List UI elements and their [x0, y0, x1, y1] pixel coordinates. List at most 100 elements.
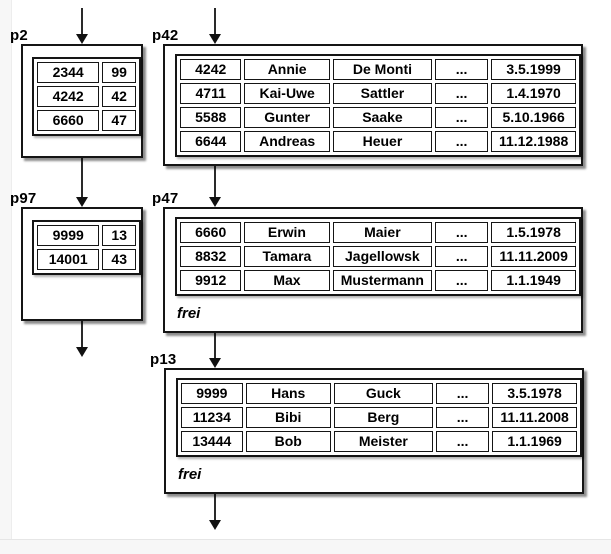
- table-cell: Gunter: [244, 107, 330, 128]
- table-cell: 6644: [180, 131, 242, 152]
- table-cell: 1.1.1969: [492, 431, 577, 452]
- table-cell: 6660: [37, 110, 100, 131]
- page-label-p13: p13: [150, 351, 177, 368]
- table-cell: 43: [102, 249, 136, 270]
- arrow-p2-to-p97: [76, 158, 88, 207]
- table-cell: 13444: [181, 431, 243, 452]
- page-edge-bottom: [0, 539, 611, 554]
- table-cell: Andreas: [244, 131, 330, 152]
- table-cell: Guck: [333, 383, 433, 404]
- table-cell: 4242: [180, 59, 242, 80]
- arrow-out-of-p97: [76, 321, 88, 357]
- table-cell: Berg: [333, 407, 433, 428]
- table-cell: ...: [435, 83, 489, 104]
- arrow-p42-to-p47: [209, 166, 221, 207]
- table-cell: ...: [435, 131, 489, 152]
- arrow-head-icon: [76, 347, 88, 357]
- table-cell: 13: [102, 225, 136, 246]
- arrow-line: [81, 158, 83, 197]
- page-label-p47: p47: [152, 190, 179, 207]
- table-cell: Bibi: [245, 407, 331, 428]
- table-cell: 1.4.1970: [491, 83, 576, 104]
- page-label-p42: p42: [152, 27, 179, 44]
- table-cell: Max: [244, 270, 330, 291]
- table-cell: 4711: [180, 83, 242, 104]
- table-cell: Annie: [244, 59, 330, 80]
- table-cell: 8832: [180, 246, 242, 267]
- arrow-line: [214, 8, 216, 34]
- arrow-head-icon: [209, 34, 221, 44]
- table-cell: 11234: [181, 407, 243, 428]
- table-cell: ...: [435, 222, 489, 243]
- table-cell: Jagellowsk: [332, 246, 433, 267]
- table-cell: Heuer: [332, 131, 433, 152]
- table-cell: ...: [435, 431, 490, 452]
- table-cell: 47: [102, 110, 136, 131]
- arrow-line: [214, 166, 216, 197]
- page-label-p97: p97: [10, 190, 37, 207]
- table-cell: Tamara: [244, 246, 330, 267]
- table-cell: ...: [435, 246, 489, 267]
- page-label-p2: p2: [10, 27, 28, 44]
- table-cell: ...: [435, 270, 489, 291]
- free-space-label: frei: [177, 305, 201, 322]
- arrow-out-of-p13: [209, 494, 221, 530]
- table-cell: 11.11.2009: [491, 246, 576, 267]
- table-cell: 3.5.1978: [492, 383, 577, 404]
- table-cell: 42: [102, 86, 136, 107]
- table-cell: Sattler: [332, 83, 433, 104]
- table-cell: 5.10.1966: [491, 107, 576, 128]
- table-cell: 9999: [37, 225, 100, 246]
- table-cell: Mustermann: [332, 270, 433, 291]
- arrow-head-icon: [76, 34, 88, 44]
- table-cell: ...: [435, 59, 489, 80]
- table-cell: 1.1.1949: [491, 270, 576, 291]
- table-cell: De Monti: [332, 59, 433, 80]
- arrow-line: [81, 8, 83, 34]
- arrow-line: [214, 494, 216, 520]
- free-space-label: frei: [178, 466, 202, 483]
- table-cell: Hans: [245, 383, 331, 404]
- arrow-line: [214, 333, 216, 358]
- arrow-into-p42: [209, 8, 221, 44]
- table-cell: Erwin: [244, 222, 330, 243]
- arrow-head-icon: [209, 520, 221, 530]
- arrow-line: [81, 321, 83, 347]
- arrow-head-icon: [209, 197, 221, 207]
- table-cell: 11.12.1988: [491, 131, 576, 152]
- arrow-head-icon: [209, 358, 221, 368]
- arrow-into-p2: [76, 8, 88, 44]
- arrow-head-icon: [76, 197, 88, 207]
- table-cell: 6660: [180, 222, 242, 243]
- table-cell: 9912: [180, 270, 242, 291]
- table-cell: Kai-Uwe: [244, 83, 330, 104]
- table-cell: 11.11.2008: [492, 407, 577, 428]
- table-cell: ...: [435, 107, 489, 128]
- table-cell: 5588: [180, 107, 242, 128]
- table-cell: 2344: [37, 62, 100, 83]
- table-cell: 99: [102, 62, 136, 83]
